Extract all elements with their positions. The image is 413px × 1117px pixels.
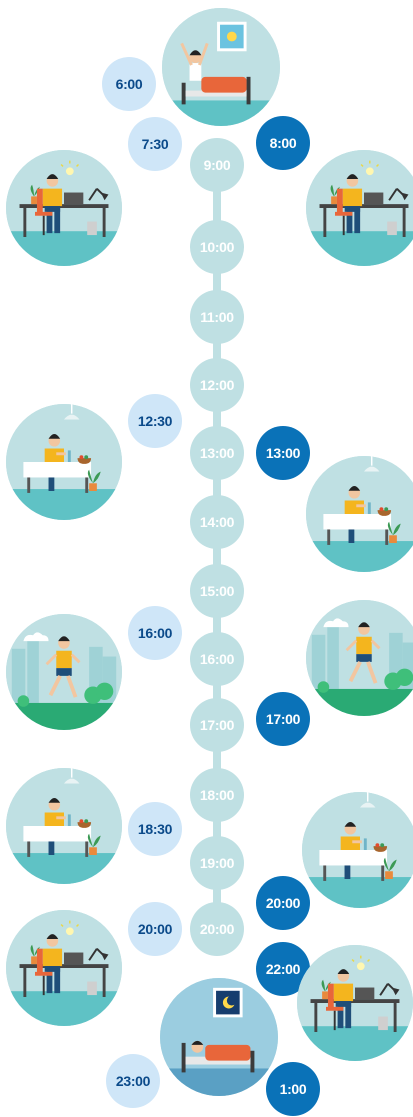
time-badge-right: 8:00 (256, 116, 310, 170)
timeline-node: 10:00 (190, 220, 244, 274)
time-badge-left: 18:30 (128, 802, 182, 856)
eating-at-table-illustration (306, 456, 413, 572)
timeline-node: 18:00 (190, 768, 244, 822)
time-badge-right: 20:00 (256, 876, 310, 930)
eating-at-table-illustration (302, 792, 413, 908)
sleeping-in-bed-illustration (160, 978, 278, 1096)
time-badge-left: 16:00 (128, 606, 182, 660)
time-badge-left: 12:30 (128, 394, 182, 448)
timeline-node: 16:00 (190, 632, 244, 686)
time-badge-left: 7:30 (128, 117, 182, 171)
working-at-desk-illustration (6, 150, 122, 266)
time-badge-left: 23:00 (106, 1054, 160, 1108)
eating-at-table-illustration (6, 768, 122, 884)
timeline-node: 19:00 (190, 836, 244, 890)
time-badge-right: 13:00 (256, 426, 310, 480)
time-badge-left: 6:00 (102, 57, 156, 111)
waking-up-illustration (162, 8, 280, 126)
jogging-outdoors-illustration (306, 600, 413, 716)
eating-at-table-illustration (6, 404, 122, 520)
timeline-node: 13:00 (190, 426, 244, 480)
timeline-node: 14:00 (190, 495, 244, 549)
timeline-node: 15:00 (190, 564, 244, 618)
working-at-desk-illustration (306, 150, 413, 266)
working-at-desk-illustration (297, 945, 413, 1061)
time-badge-left: 20:00 (128, 902, 182, 956)
timeline-node: 9:00 (190, 138, 244, 192)
timeline-node: 20:00 (190, 902, 244, 956)
timeline-stem (213, 160, 221, 950)
timeline-node: 12:00 (190, 358, 244, 412)
timeline-node: 11:00 (190, 290, 244, 344)
working-at-desk-illustration (6, 910, 122, 1026)
time-badge-right: 17:00 (256, 692, 310, 746)
timeline-node: 17:00 (190, 698, 244, 752)
time-badge-right: 1:00 (266, 1062, 320, 1116)
jogging-outdoors-illustration (6, 614, 122, 730)
